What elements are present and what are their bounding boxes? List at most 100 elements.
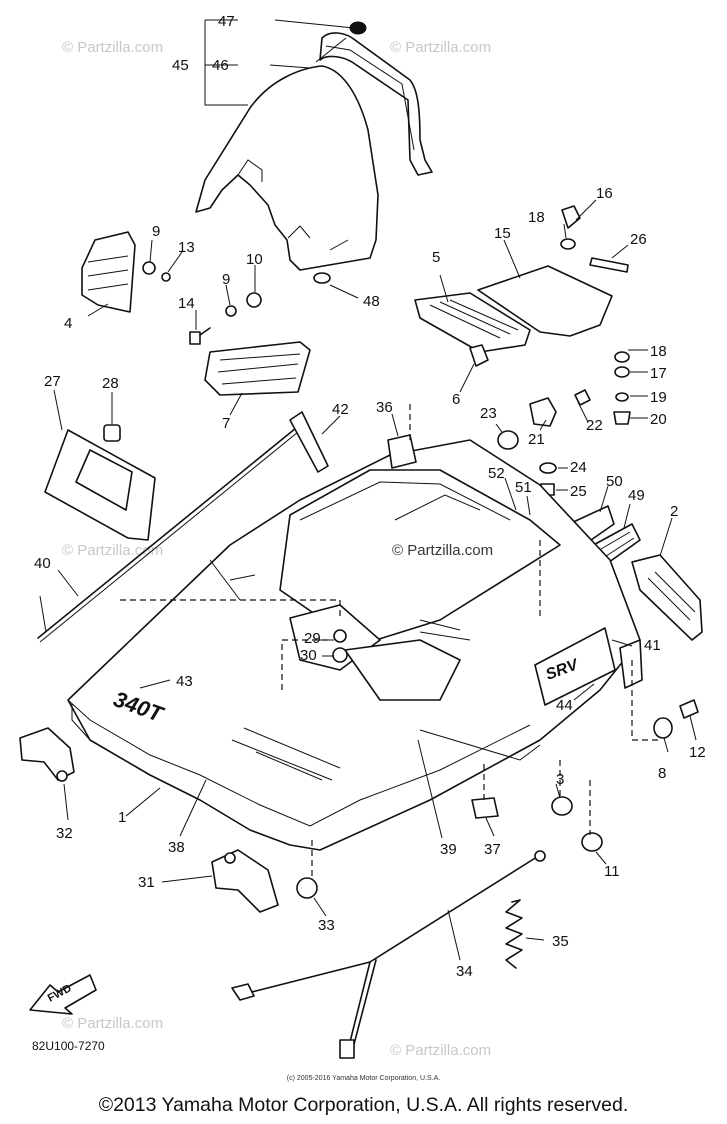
bolt-part <box>574 389 591 406</box>
leader-lines <box>39 199 697 961</box>
callout-6: 6 <box>452 391 460 408</box>
callout-39: 39 <box>440 841 457 858</box>
callout-32: 32 <box>56 825 73 842</box>
callout-12: 12 <box>689 744 706 761</box>
callout-4: 4 <box>64 315 72 332</box>
callout-16: 16 <box>596 185 613 202</box>
grommet-part <box>497 430 519 450</box>
callout-44: 44 <box>556 697 573 714</box>
callout-15: 15 <box>494 225 511 242</box>
callout-13: 13 <box>178 239 195 256</box>
vent-grille-part <box>204 341 311 396</box>
callout-18: 18 <box>528 209 545 226</box>
leader-line <box>274 19 355 29</box>
callout-52: 52 <box>488 465 505 482</box>
leader-line <box>269 64 311 69</box>
callout-3: 3 <box>556 771 564 788</box>
callout-labels: 47 46 45 9 13 10 9 14 48 4 7 5 15 16 18 … <box>34 13 706 980</box>
callout-37: 37 <box>484 841 501 858</box>
callout-35: 35 <box>552 933 569 950</box>
callout-47: 47 <box>218 13 235 30</box>
callout-34: 34 <box>456 963 473 980</box>
callout-bracket <box>204 19 248 106</box>
fwd-arrow-icon <box>29 974 97 1015</box>
callout-9: 9 <box>152 223 160 240</box>
callout-43: 43 <box>176 673 193 690</box>
callout-31: 31 <box>138 874 155 891</box>
callout-23: 23 <box>480 405 497 422</box>
callout-50: 50 <box>606 473 623 490</box>
callout-27: 27 <box>44 373 61 390</box>
callout-21: 21 <box>528 431 545 448</box>
grommet-part <box>560 238 576 250</box>
callout-1: 1 <box>118 809 126 826</box>
washer-part <box>615 392 629 402</box>
watermark: © Partzilla.com <box>62 39 163 56</box>
grommet-part <box>653 717 673 739</box>
callout-33: 33 <box>318 917 335 934</box>
grommet-part <box>551 796 573 816</box>
screw-part <box>189 327 211 345</box>
bracket-part <box>529 397 557 427</box>
washer-part <box>225 305 237 317</box>
small-copyright: (c) 2005-2016 Yamaha Motor Corporation, … <box>286 1075 441 1082</box>
callout-28: 28 <box>102 375 119 392</box>
nut-part <box>142 261 156 275</box>
callout-48: 48 <box>363 293 380 310</box>
callout-5: 5 <box>432 249 440 266</box>
callout-45: 45 <box>172 57 189 74</box>
grommet-part <box>332 647 348 663</box>
hinge-part <box>19 727 75 782</box>
callout-29: 29 <box>304 630 321 647</box>
callout-38: 38 <box>168 839 185 856</box>
callout-2: 2 <box>670 503 678 520</box>
callout-41: 41 <box>644 637 661 654</box>
cable-part <box>231 850 546 1059</box>
callout-18: 18 <box>650 343 667 360</box>
rod-part <box>37 427 297 639</box>
callout-46: 46 <box>212 57 229 74</box>
vent-panel-part <box>44 429 156 541</box>
rod-part <box>289 411 329 473</box>
trim-part <box>619 639 643 689</box>
hinge-part <box>211 849 279 913</box>
watermark: © Partzilla.com <box>62 542 163 559</box>
watermark: © Partzilla.com <box>390 1042 491 1059</box>
grommet-part <box>103 424 121 442</box>
vent-grille-part <box>81 231 136 313</box>
grommet-part <box>296 877 318 899</box>
callout-26: 26 <box>630 231 647 248</box>
callout-49: 49 <box>628 487 645 504</box>
callout-9: 9 <box>222 271 230 288</box>
washer-part <box>313 272 331 284</box>
callout-11: 11 <box>604 863 620 880</box>
plate-part <box>477 265 613 337</box>
clip-part <box>469 344 489 367</box>
watermark-layer: © Partzilla.com © Partzilla.com © Partzi… <box>62 39 491 1059</box>
grommet-part <box>333 629 347 643</box>
nut-part <box>246 292 262 308</box>
windshield-part <box>195 21 433 271</box>
callout-42: 42 <box>332 401 349 418</box>
hood-part <box>67 439 641 851</box>
callout-10: 10 <box>246 251 263 268</box>
callout-36: 36 <box>376 399 393 416</box>
callout-22: 22 <box>586 417 603 434</box>
callout-25: 25 <box>570 483 587 500</box>
callout-19: 19 <box>650 389 667 406</box>
rod-part <box>589 257 629 273</box>
callout-30: 30 <box>300 647 317 664</box>
callout-40: 40 <box>34 555 51 572</box>
callout-7: 7 <box>222 415 230 432</box>
watermark: © Partzilla.com <box>62 1015 163 1032</box>
callout-20: 20 <box>650 411 667 428</box>
bolt-part <box>679 699 699 719</box>
callout-51: 51 <box>515 479 532 496</box>
washer-part <box>614 366 630 378</box>
center-watermark: © Partzilla.com <box>392 542 493 559</box>
plate-part <box>471 797 499 819</box>
callout-8: 8 <box>658 765 666 782</box>
grommet-part <box>581 832 603 852</box>
copyright-footer: ©2013 Yamaha Motor Corporation, U.S.A. A… <box>98 1094 629 1116</box>
